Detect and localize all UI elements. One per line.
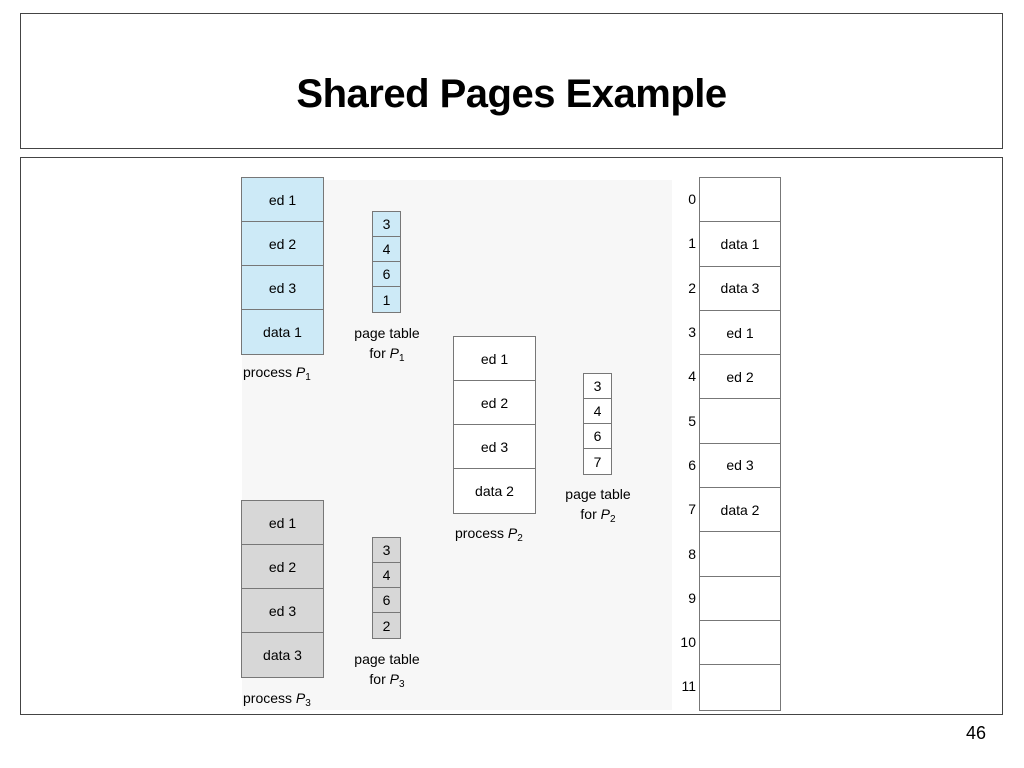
frame-number: 2 — [688, 279, 696, 296]
process-p2-page-1: ed 2 — [454, 381, 535, 425]
frame-number: 4 — [688, 368, 696, 385]
page-table-p2: 3 4 6 7 — [583, 373, 612, 475]
page-table-p3-entry: 6 — [373, 588, 400, 613]
process-p3-label: process P3 — [243, 690, 311, 709]
page-table-p2-entry: 7 — [593, 453, 602, 470]
process-p2-page-3: data 2 — [475, 483, 514, 499]
physical-memory: data 1 data 3 ed 1 ed 2 ed 3 data 2 — [699, 177, 781, 711]
memory-frame-4: ed 2 — [700, 355, 780, 400]
process-p2-page-2: ed 3 — [454, 425, 535, 469]
process-p2-page-0: ed 1 — [454, 337, 535, 381]
process-p1-page-2: ed 3 — [242, 266, 323, 310]
memory-frame-7: data 2 — [700, 488, 780, 533]
frame-number-column: 0 1 2 3 4 5 6 7 8 9 10 11 — [672, 177, 696, 709]
frame-number: 10 — [680, 634, 696, 651]
page-table-p3-entry: 3 — [373, 538, 400, 563]
memory-frame-11 — [700, 665, 780, 709]
page-table-p3-entry: 2 — [382, 617, 391, 634]
frame-number: 0 — [688, 191, 696, 208]
page-table-p2-label: page table for P2 — [565, 486, 631, 525]
page-table-p1: 3 4 6 1 — [372, 211, 401, 313]
diagram-frame — [20, 157, 1003, 715]
memory-frame-10 — [700, 621, 780, 666]
memory-frame-8 — [700, 532, 780, 577]
frame-number: 9 — [688, 589, 696, 606]
process-p1-label: process P1 — [243, 364, 311, 383]
page-table-p2-entry: 3 — [584, 374, 611, 399]
process-p1-page-1: ed 2 — [242, 222, 323, 266]
page-table-p1-entry: 1 — [382, 291, 391, 308]
frame-number: 8 — [688, 545, 696, 562]
title-box: Shared Pages Example — [20, 13, 1003, 149]
frame-number: 3 — [688, 324, 696, 341]
process-p3-page-0: ed 1 — [242, 501, 323, 545]
page-table-p3: 3 4 6 2 — [372, 537, 401, 639]
memory-frame-3: ed 1 — [700, 311, 780, 356]
page-table-p3-entry: 4 — [373, 563, 400, 588]
page-table-p1-entry: 4 — [373, 237, 400, 262]
page-table-p2-entry: 4 — [584, 399, 611, 424]
memory-frame-9 — [700, 577, 780, 621]
memory-frame-6: ed 3 — [700, 444, 780, 489]
process-p2-block: ed 1 ed 2 ed 3 data 2 — [453, 336, 536, 514]
process-p3-page-1: ed 2 — [242, 545, 323, 589]
process-p2-label: process P2 — [455, 525, 523, 544]
process-p1-block: ed 1 ed 2 ed 3 data 1 — [241, 177, 324, 355]
process-p3-block: ed 1 ed 2 ed 3 data 3 — [241, 500, 324, 678]
process-p3-page-2: ed 3 — [242, 589, 323, 633]
page-table-p2-entry: 6 — [584, 424, 611, 449]
process-p3-page-3: data 3 — [263, 647, 302, 663]
frame-number: 6 — [688, 456, 696, 473]
page-table-p3-label: page table for P3 — [354, 651, 420, 690]
page-table-p1-label: page table for P1 — [354, 325, 420, 364]
page-table-p1-entry: 6 — [373, 262, 400, 287]
process-p1-page-3: data 1 — [263, 324, 302, 340]
frame-number: 1 — [688, 235, 696, 252]
slide-page-number: 46 — [965, 723, 986, 743]
frame-number: 7 — [688, 501, 696, 518]
memory-frame-5 — [700, 399, 780, 444]
slide-title: Shared Pages Example — [296, 72, 727, 116]
process-p1-page-0: ed 1 — [242, 178, 323, 222]
memory-frame-0 — [700, 178, 780, 223]
frame-number: 5 — [688, 412, 696, 429]
page-table-p1-entry: 3 — [373, 212, 400, 237]
memory-frame-2: data 3 — [700, 267, 780, 311]
memory-frame-1: data 1 — [700, 222, 780, 267]
frame-number: 11 — [681, 678, 696, 695]
